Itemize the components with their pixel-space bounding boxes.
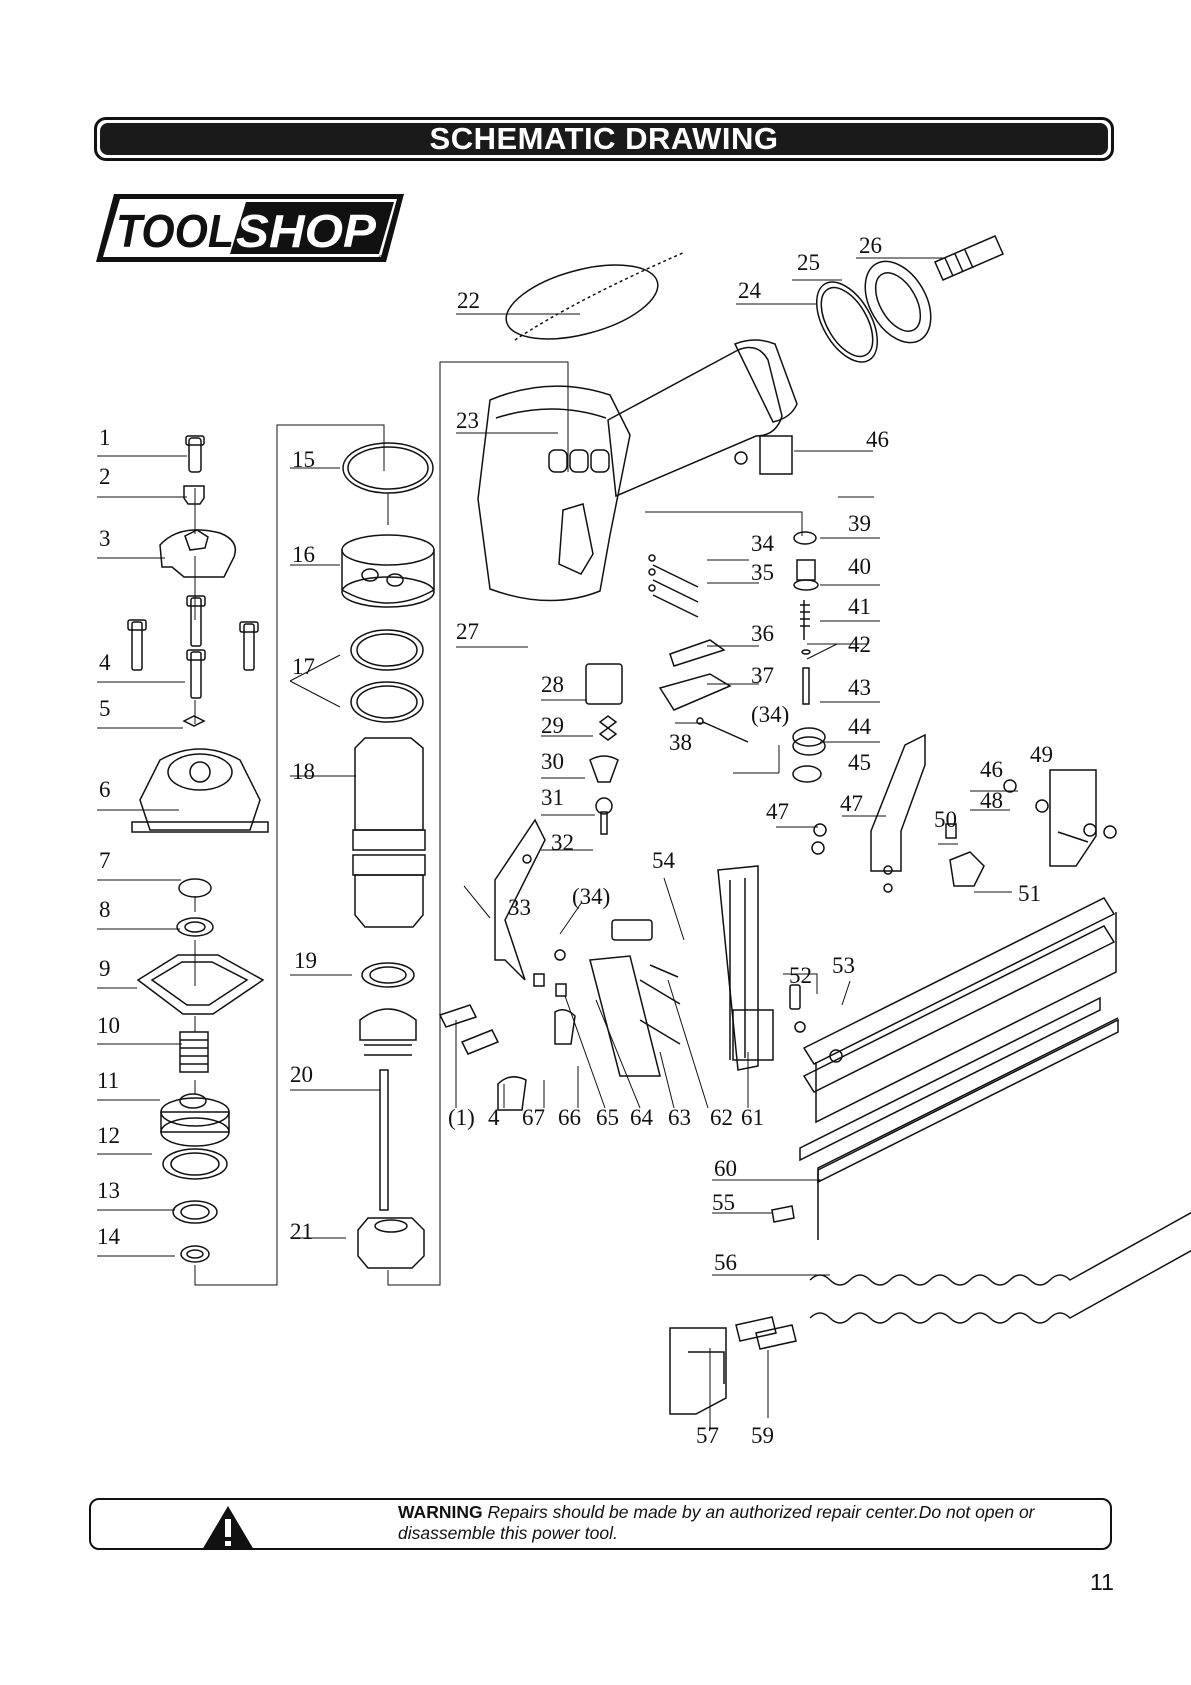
callout-47-lower: 47 bbox=[840, 791, 863, 816]
warning-message: Repairs should be made by an authorized … bbox=[398, 1502, 1035, 1543]
page-number: 11 bbox=[1090, 1569, 1114, 1595]
warning-triangle-icon bbox=[202, 1506, 254, 1550]
callout-labels: 1 2 3 4 5 6 7 8 9 10 11 12 13 14 15 16 1… bbox=[97, 233, 1053, 1448]
callout-51: 50 bbox=[934, 807, 957, 832]
callout-36: 36 bbox=[751, 621, 774, 646]
callout-60: 61 bbox=[741, 1105, 764, 1130]
callout-66: 67 bbox=[522, 1105, 545, 1130]
callout-19: 19 bbox=[294, 948, 317, 973]
callout-44: 44 bbox=[848, 714, 872, 739]
callout-4-lower: (1) bbox=[448, 1105, 475, 1130]
callout-35: 35 bbox=[751, 560, 774, 585]
callout-59: 57 bbox=[696, 1423, 719, 1448]
callout-56: 55 bbox=[712, 1190, 735, 1215]
page-title: SCHEMATIC DRAWING bbox=[429, 121, 779, 156]
callout-37: 37 bbox=[751, 663, 774, 688]
callout-34: 34 bbox=[751, 531, 775, 556]
callout-2: 2 bbox=[99, 464, 111, 489]
callout-33: 33 bbox=[508, 895, 531, 920]
leader-lines bbox=[97, 257, 1018, 1430]
callout-16: 16 bbox=[292, 542, 315, 567]
callout-23: 23 bbox=[456, 408, 479, 433]
callout-9: 9 bbox=[99, 956, 111, 981]
callout-61: 62 bbox=[710, 1105, 733, 1130]
warning-text: WARNING Repairs should be made by an aut… bbox=[398, 1502, 1098, 1544]
callout-41: 41 bbox=[848, 594, 871, 619]
callout-12: 12 bbox=[97, 1123, 120, 1148]
callout-43: 43 bbox=[848, 675, 871, 700]
callout-10: 10 bbox=[97, 1013, 120, 1038]
callout-13: 13 bbox=[97, 1178, 120, 1203]
callout-24: 24 bbox=[738, 278, 762, 303]
callout-1-ref: 54 bbox=[652, 848, 676, 873]
callout-1: 1 bbox=[99, 425, 111, 450]
callout-21: 21 bbox=[290, 1219, 313, 1244]
callout-50: 49 bbox=[1030, 742, 1053, 767]
callout-32: 32 bbox=[551, 830, 574, 855]
callout-54: 53 bbox=[832, 953, 855, 978]
callout-64: 65 bbox=[596, 1105, 619, 1130]
callout-52: 51 bbox=[1018, 881, 1041, 906]
callout-15: 15 bbox=[292, 447, 315, 472]
callout-25: 25 bbox=[797, 250, 820, 275]
title-banner-fill: SCHEMATIC DRAWING bbox=[100, 121, 1108, 156]
callout-31: 31 bbox=[541, 785, 564, 810]
callout-30: 30 bbox=[541, 749, 564, 774]
callout-65: 66 bbox=[558, 1105, 581, 1130]
svg-text:TOOL: TOOL bbox=[116, 205, 234, 257]
callout-6: 6 bbox=[99, 777, 111, 802]
callout-20: 20 bbox=[290, 1062, 313, 1087]
callout-22: 22 bbox=[457, 288, 480, 313]
svg-text:SHOP: SHOP bbox=[236, 205, 376, 257]
callout-5: 5 bbox=[99, 696, 111, 721]
callout-18: 18 bbox=[292, 759, 315, 784]
callout-62: 63 bbox=[668, 1105, 691, 1130]
trademark-symbol: ® bbox=[378, 254, 386, 265]
part-drawings bbox=[127, 235, 1191, 1415]
callout-4: 4 bbox=[99, 650, 111, 675]
callout-3: 3 bbox=[99, 526, 111, 551]
warning-box bbox=[89, 1498, 1112, 1550]
callout-57: 56 bbox=[714, 1250, 737, 1275]
callout-38: 38 bbox=[669, 730, 692, 755]
callout-26: 26 bbox=[859, 233, 882, 258]
callout-14: 14 bbox=[97, 1224, 121, 1249]
callout-48: 46 bbox=[980, 757, 1003, 782]
callout-34-ref-b: (34) bbox=[751, 702, 789, 727]
callout-40: 40 bbox=[848, 554, 871, 579]
callout-49: 48 bbox=[980, 788, 1003, 813]
callout-29: 29 bbox=[541, 713, 564, 738]
callout-11: 11 bbox=[97, 1068, 119, 1093]
callout-53: 52 bbox=[789, 963, 812, 988]
callout-67: 4 bbox=[488, 1105, 500, 1130]
callout-47-upper: 46 bbox=[866, 427, 889, 452]
callout-63: 64 bbox=[630, 1105, 654, 1130]
callout-17: 17 bbox=[292, 654, 315, 679]
callout-7: 7 bbox=[99, 848, 111, 873]
callout-46-lower: 47 bbox=[766, 799, 789, 824]
callout-42: 42 bbox=[848, 632, 871, 657]
warning-label: WARNING bbox=[398, 1502, 483, 1522]
callout-58: 59 bbox=[751, 1423, 774, 1448]
callout-55: 60 bbox=[714, 1156, 737, 1181]
callout-8: 8 bbox=[99, 897, 111, 922]
title-banner: SCHEMATIC DRAWING bbox=[94, 117, 1114, 161]
callout-45: 45 bbox=[848, 750, 871, 775]
tool-shop-logo: TOOL SHOP bbox=[96, 194, 404, 262]
callout-28: 28 bbox=[541, 672, 564, 697]
callout-34-ref-a: (34) bbox=[572, 884, 610, 909]
callout-27: 27 bbox=[456, 619, 479, 644]
callout-39: 39 bbox=[848, 511, 871, 536]
